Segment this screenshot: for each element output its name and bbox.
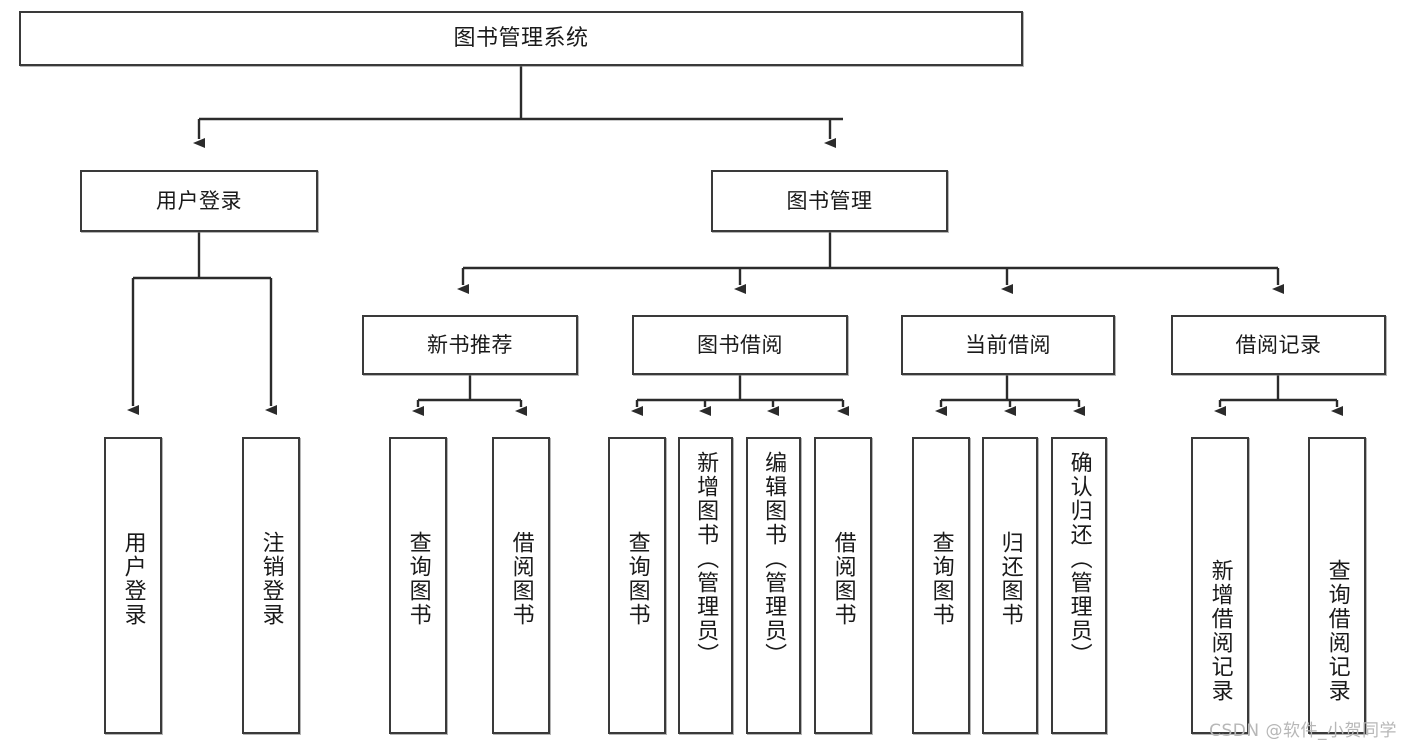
node-leaf-confirm-return[interactable]: 确认归还（管理员）: [1051, 437, 1107, 734]
node-label: 编辑图书（管理员）: [761, 451, 787, 667]
node-label: 查询图书: [928, 531, 954, 627]
node-label: 确认归还（管理员）: [1066, 451, 1092, 667]
node-label: 新增图书（管理员）: [693, 451, 719, 667]
node-label: 借阅图书: [508, 531, 534, 627]
node-label: 用户登录: [156, 188, 242, 213]
node-leaf-edit-book[interactable]: 编辑图书（管理员）: [746, 437, 801, 734]
node-label: 借阅图书: [830, 531, 856, 627]
node-label: 借阅记录: [1235, 332, 1322, 357]
node-leaf-borrow-book-2[interactable]: 借阅图书: [814, 437, 872, 734]
node-leaf-add-record[interactable]: 新增借阅记录: [1191, 437, 1249, 734]
node-label: 查询借阅记录: [1324, 559, 1350, 703]
node-leaf-return-book[interactable]: 归还图书: [982, 437, 1038, 734]
node-label: 查询图书: [624, 531, 650, 627]
node-label: 图书管理: [786, 188, 873, 213]
node-leaf-query-book-3[interactable]: 查询图书: [912, 437, 970, 734]
node-label: 新书推荐: [427, 332, 513, 357]
node-label: 图书借阅: [697, 332, 783, 357]
node-borrow-records[interactable]: 借阅记录: [1171, 315, 1386, 375]
node-leaf-query-book-2[interactable]: 查询图书: [608, 437, 666, 734]
node-leaf-query-book-1[interactable]: 查询图书: [389, 437, 447, 734]
node-leaf-user-login[interactable]: 用户登录: [104, 437, 162, 734]
node-leaf-query-record[interactable]: 查询借阅记录: [1308, 437, 1366, 734]
csdn-watermark: CSDN @软件_小贺同学: [1209, 721, 1397, 741]
node-leaf-add-book[interactable]: 新增图书（管理员）: [678, 437, 733, 734]
node-user-login[interactable]: 用户登录: [80, 170, 318, 232]
node-label: 图书管理系统: [453, 25, 589, 51]
node-label: 查询图书: [405, 531, 431, 627]
node-label: 当前借阅: [965, 332, 1051, 357]
node-leaf-borrow-book-1[interactable]: 借阅图书: [492, 437, 550, 734]
node-label: 注销登录: [258, 531, 284, 627]
node-label: 新增借阅记录: [1207, 559, 1233, 703]
node-book-management[interactable]: 图书管理: [711, 170, 948, 232]
node-current-borrow[interactable]: 当前借阅: [901, 315, 1115, 375]
node-new-book-recommend[interactable]: 新书推荐: [362, 315, 578, 375]
node-label: 归还图书: [997, 531, 1023, 627]
node-book-borrow[interactable]: 图书借阅: [632, 315, 848, 375]
node-label: 用户登录: [120, 531, 146, 627]
node-root-book-management-system[interactable]: 图书管理系统: [19, 11, 1023, 66]
node-leaf-logout-login[interactable]: 注销登录: [242, 437, 300, 734]
